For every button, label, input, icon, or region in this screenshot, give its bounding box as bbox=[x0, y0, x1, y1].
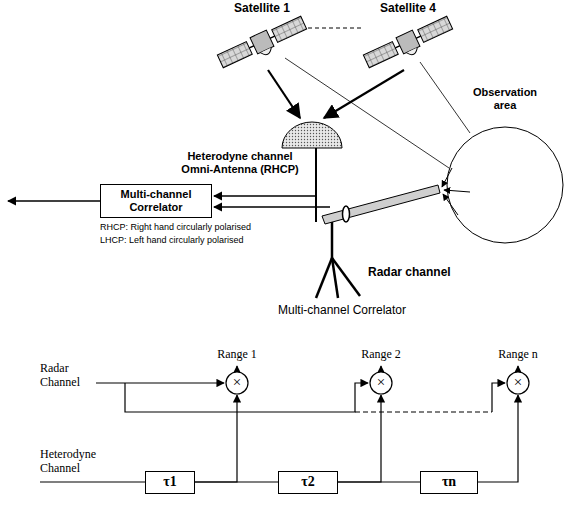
node-text: × bbox=[233, 375, 241, 390]
node-text: τ1 bbox=[163, 474, 176, 490]
heterodyne-line bbox=[40, 481, 145, 482]
node-text: τ2 bbox=[301, 474, 314, 490]
illumination-line bbox=[420, 62, 470, 133]
node-text: Observation area bbox=[464, 86, 546, 111]
antenna-label: Heterodyne channel Omni-Antenna (RHCP) bbox=[172, 150, 308, 175]
section-label: Multi-channel Correlator bbox=[262, 304, 422, 318]
tripod bbox=[316, 222, 360, 298]
radar-branch-dashed bbox=[355, 411, 492, 412]
range-output: Range 2 bbox=[346, 348, 416, 362]
multiplier: × bbox=[225, 371, 249, 395]
radar-channel-label: Radar channel bbox=[368, 266, 468, 280]
antenna-mast bbox=[315, 148, 317, 222]
input-label: Radar Channel bbox=[40, 362, 92, 390]
feed-line bbox=[214, 206, 330, 207]
multiplier: × bbox=[506, 371, 530, 395]
signal-connector bbox=[195, 481, 278, 482]
node-text: Multi-channel Correlator bbox=[106, 188, 206, 213]
satellite-icon bbox=[363, 14, 456, 73]
range-output: Range n bbox=[483, 348, 553, 362]
signal-connector bbox=[338, 395, 381, 482]
omni-antenna-dome bbox=[282, 122, 342, 148]
illumination-line bbox=[285, 58, 449, 168]
signal-connector bbox=[195, 395, 237, 482]
signal-connector bbox=[478, 395, 518, 482]
radar-line bbox=[96, 382, 224, 383]
legend-note: LHCP: Left hand circularly polarised bbox=[100, 235, 310, 245]
input-label: Heterodyne Channel bbox=[40, 448, 120, 476]
radar-antenna bbox=[322, 185, 440, 224]
echo-line bbox=[444, 190, 470, 192]
satellite-label: Satellite 1 bbox=[222, 2, 302, 16]
delay-box: τn bbox=[420, 471, 478, 494]
radar-branch bbox=[492, 383, 505, 412]
multiplier: × bbox=[369, 371, 393, 395]
range-arrow bbox=[517, 366, 518, 371]
range-arrow bbox=[236, 366, 237, 371]
output-arrow bbox=[8, 200, 100, 201]
correlator-box: Multi-channel Correlator bbox=[100, 184, 212, 218]
node-text: × bbox=[514, 375, 522, 390]
feed-line bbox=[214, 195, 316, 196]
range-arrow bbox=[380, 366, 381, 371]
satellite-label: Satellite 4 bbox=[368, 2, 448, 16]
signal-connector bbox=[338, 481, 420, 482]
satellite-ellipsis bbox=[308, 28, 362, 29]
node-text: × bbox=[377, 375, 385, 390]
delay-box: τ1 bbox=[145, 471, 195, 494]
observation-area: Observation area bbox=[445, 86, 565, 246]
delay-box: τ2 bbox=[278, 471, 338, 494]
legend-note: RHCP: Right hand circularly polarised bbox=[100, 222, 310, 232]
range-output: Range 1 bbox=[202, 348, 272, 362]
direct-signal bbox=[268, 70, 300, 118]
node-text: τn bbox=[442, 474, 456, 490]
